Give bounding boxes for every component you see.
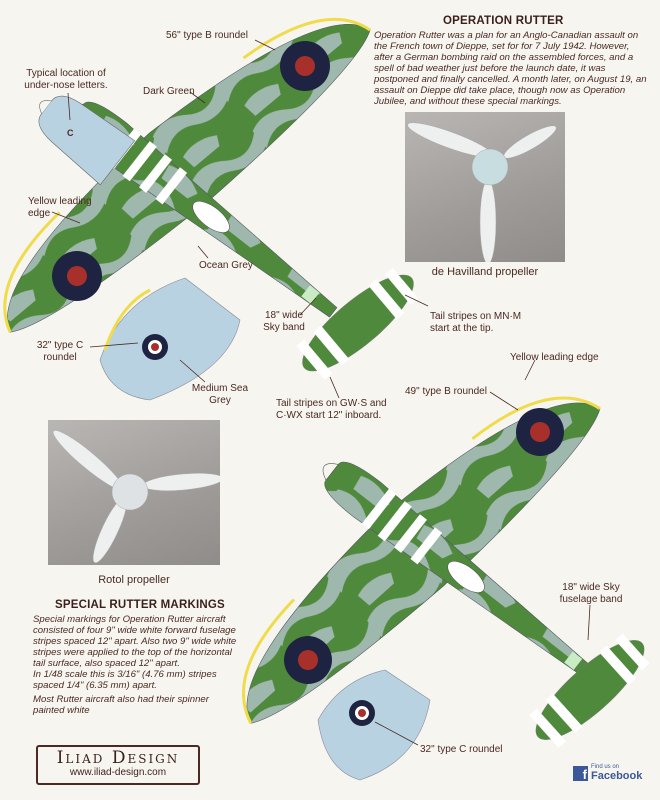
label-32-roundel-bottom: 32" type C roundel: [420, 744, 503, 755]
special-title: SPECIAL RUTTER MARKINGS: [55, 599, 225, 611]
under-nose-view: [38, 95, 136, 186]
intro-title: OPERATION RUTTER: [443, 15, 564, 27]
label-yellow-leading-edge: Yellow leading edge: [510, 352, 599, 363]
special-p3: Most Rutter aircraft also had their spin…: [33, 694, 209, 716]
wing-underside: [99, 277, 241, 401]
top-plane-upper-view: [3, 18, 419, 380]
logo-url[interactable]: www.iliad-design.com: [69, 767, 167, 778]
label-dark-green: Dark Green: [143, 86, 195, 97]
logo-name: Iliad Design: [56, 748, 180, 768]
special-p1: Special markings for Operation Rutter ai…: [33, 614, 237, 669]
dehavilland-propeller-photo: [405, 112, 565, 265]
special-p2: In 1/48 scale this is 3/16" (4.76 mm) st…: [33, 669, 217, 691]
facebook-small: Find us on: [591, 764, 620, 770]
rotol-propeller-photo: [48, 420, 224, 565]
leader-lines: [51, 39, 591, 746]
bottom-plane-upper-view: [242, 396, 650, 748]
rotol-caption: Rotol propeller: [98, 574, 170, 586]
facebook-big: Facebook: [591, 770, 643, 782]
dehavilland-caption: de Havilland propeller: [431, 266, 539, 278]
facebook-icon: f: [573, 765, 588, 782]
nose-letter: C: [67, 128, 74, 138]
intro-text: Operation Rutter was a plan for an Anglo…: [374, 30, 647, 107]
label-56-roundel: 56" type B roundel: [166, 30, 248, 41]
iliad-logo[interactable]: Iliad Design www.iliad-design.com: [36, 745, 200, 785]
label-49-roundel: 49" type B roundel: [405, 386, 487, 397]
propeller-icon: [407, 122, 557, 265]
propeller-icon: [52, 430, 224, 564]
label-ocean-grey: Ocean Grey: [199, 260, 253, 271]
